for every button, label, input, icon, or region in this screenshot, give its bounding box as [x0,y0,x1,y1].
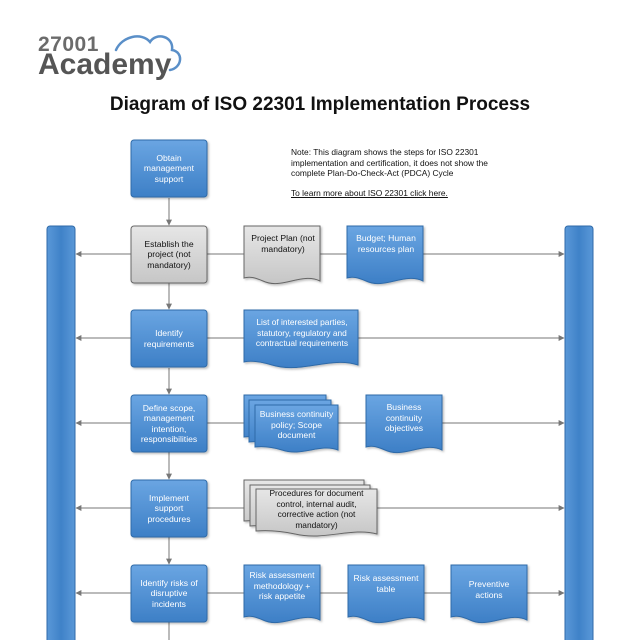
logo-number: 27001 [38,33,99,56]
doc-bc-objectives [365,394,443,454]
doc-label-budget: Budget; Human resources plan [356,233,416,254]
doc-risk-table [347,564,425,624]
diagram-note: Note: This diagram shows the steps for I… [291,147,488,178]
doc-project-plan [243,225,321,285]
learn-more-link[interactable]: To learn more about ISO 22301 click here… [291,188,448,198]
doc-label-risk-table: Risk assessment table [353,573,419,594]
doc-label-project-plan: Project Plan (not mandatory) [251,233,315,254]
doc-label-procedures: Procedures for document control, interna… [269,488,364,530]
doc-interested-parties [243,309,359,369]
doc-preventive-actions [450,564,528,624]
step-box-obtain-support [130,139,208,198]
doc-label-bc-objectives: Business continuity objectives [384,402,424,433]
doc-procedures [243,479,378,537]
cloud-icon [114,35,182,72]
step-box-identify-risks [130,564,208,623]
doc-label-bc-policy: Business continuity policy; Scope docume… [259,409,334,440]
step-label-establish-project: Establish the project (not mandatory) [144,238,194,270]
doc-label-interested-parties: List of interested parties, statutory, r… [255,317,349,348]
doc-budget [346,225,424,285]
doc-label-risk-methodology: Risk assessment methodology + risk appet… [249,570,315,601]
doc-risk-methodology [243,564,321,624]
step-box-define-scope [130,394,208,453]
step-label-define-scope: Define scope, management intention, resp… [140,402,198,445]
step-box-identify-requirements [130,309,208,368]
step-box-establish-project [130,225,208,284]
doc-bc-policy [243,394,339,453]
logo-word: Academy [38,48,172,81]
step-label-identify-requirements: Identify requirements [143,328,195,349]
doc-label-preventive-actions: Preventive actions [468,579,510,600]
step-box-support-procedures [130,479,208,538]
step-label-support-procedures: Implement support procedures [147,492,191,524]
step-label-obtain-support: Obtain management support [143,152,195,184]
right-side-bar [564,225,594,640]
page-title: Diagram of ISO 22301 Implementation Proc… [109,94,531,115]
academy-logo: 27001 Academy [38,28,188,88]
left-side-bar [46,225,76,640]
step-label-identify-risks: Identify risks of disruptive incidents [140,577,198,609]
